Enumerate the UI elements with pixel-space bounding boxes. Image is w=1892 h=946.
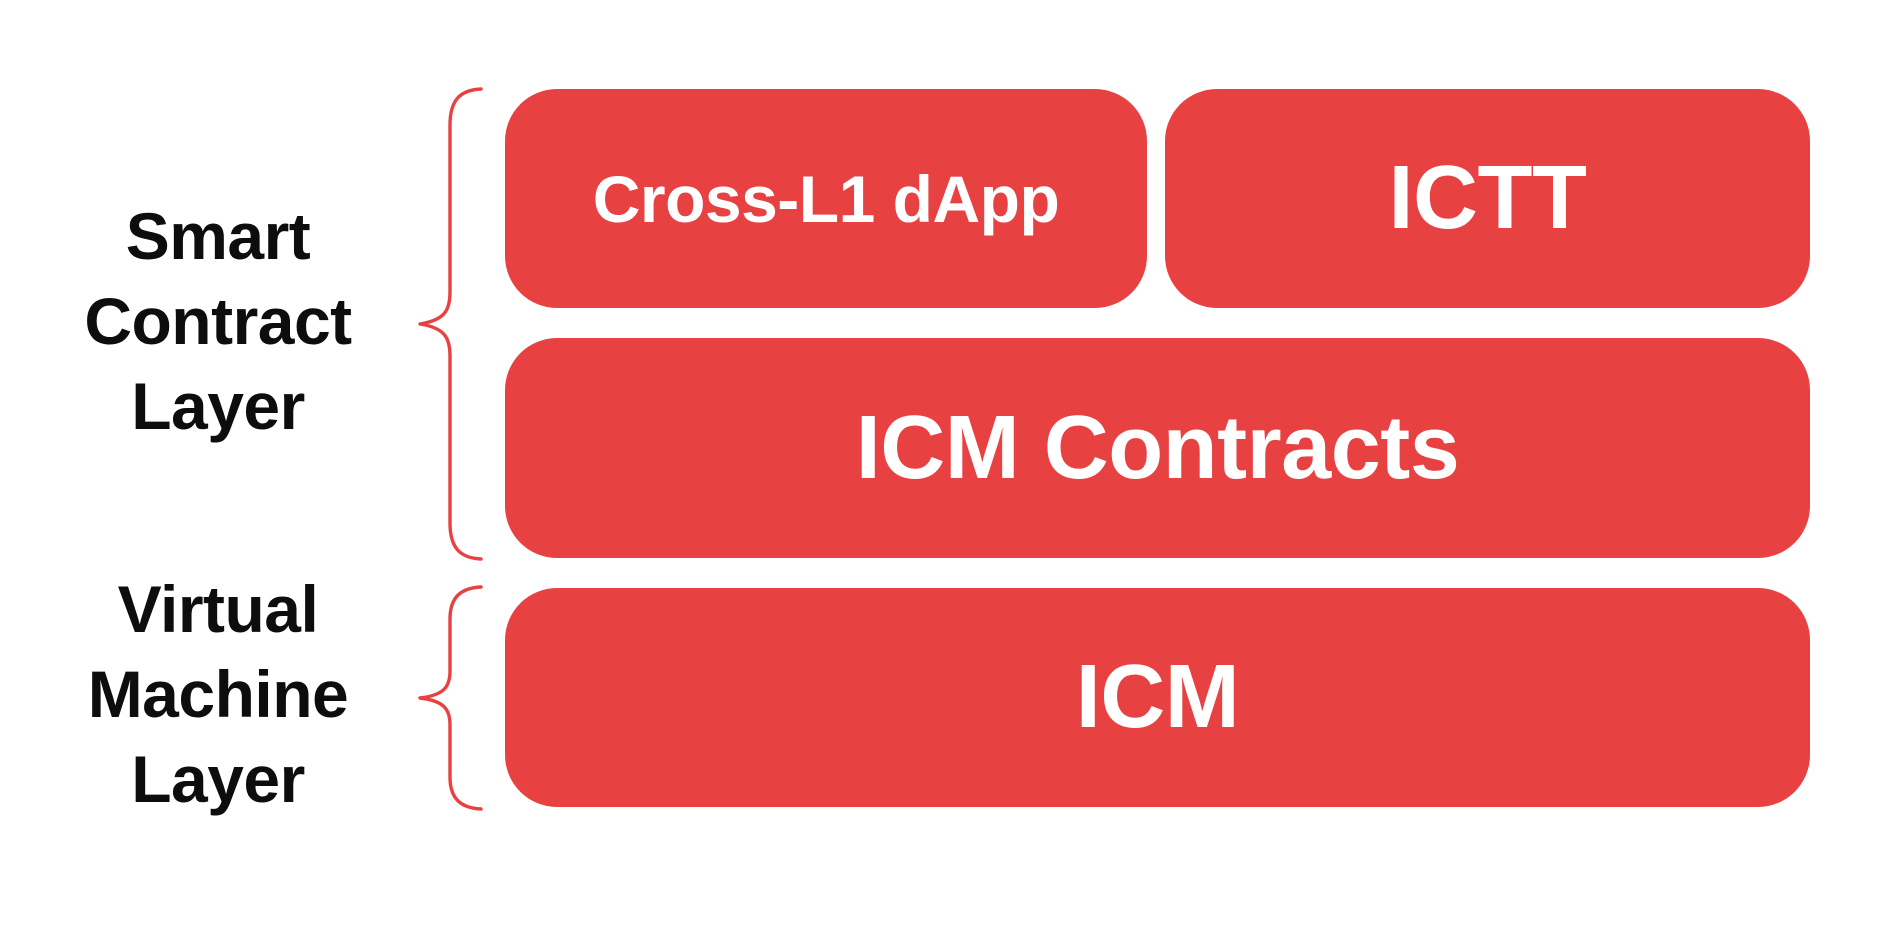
box-icm: ICM xyxy=(505,588,1810,807)
virtual-machine-layer-label: Virtual Machine Layer xyxy=(20,567,416,822)
label-line: Layer xyxy=(131,742,305,816)
virtual-machine-layer-brace-icon xyxy=(418,585,483,811)
label-line: Contract xyxy=(84,284,352,358)
label-line: Machine xyxy=(87,657,349,731)
box-label: ICM xyxy=(1075,647,1240,747)
smart-contract-layer-label: Smart Contract Layer xyxy=(20,194,416,449)
box-label: ICM Contracts xyxy=(855,397,1460,498)
box-icm-contracts: ICM Contracts xyxy=(505,338,1810,558)
box-ictt: ICTT xyxy=(1165,89,1810,308)
box-label: ICTT xyxy=(1388,148,1587,248)
label-line: Virtual xyxy=(117,572,319,646)
box-label: Cross-L1 dApp xyxy=(592,161,1060,236)
smart-contract-layer-brace-icon xyxy=(418,87,483,561)
label-line: Smart xyxy=(125,199,311,273)
box-cross-l1-dapp: Cross-L1 dApp xyxy=(505,89,1147,308)
label-line: Layer xyxy=(131,369,305,443)
